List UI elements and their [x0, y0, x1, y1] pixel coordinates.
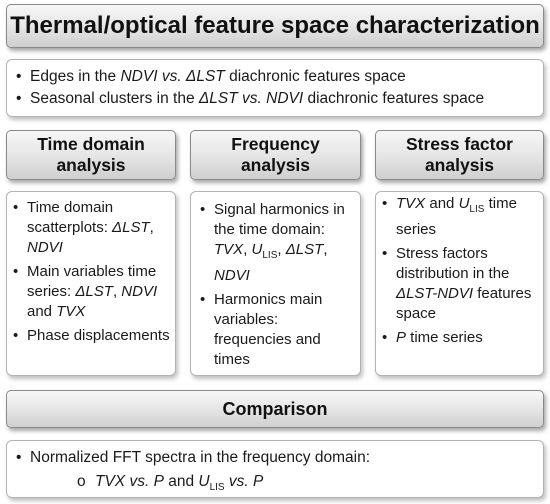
text-segment: TVX — [56, 303, 86, 320]
text-segment: and — [27, 303, 57, 320]
text-segment: LIS — [262, 250, 278, 261]
text-segment: LIS — [469, 204, 485, 215]
rich-text: TVX and ULIS time series — [396, 195, 517, 238]
text-segment: U — [198, 473, 210, 490]
time-domain-item-3: Phase displacements — [13, 326, 171, 346]
text-segment: ΔLST-NDVI — [396, 285, 474, 302]
stress-factor-box: TVX and ULIS time series Stress factors … — [375, 191, 544, 376]
stress-factor-list: TVX and ULIS time series Stress factors … — [382, 194, 540, 348]
overview-list: Edges in the NDVI vs. ΔLST diachronic fe… — [16, 66, 484, 110]
text-segment: , — [112, 283, 122, 300]
comparison-header: Comparison — [6, 390, 544, 428]
title-text: Thermal/optical feature space characteri… — [10, 12, 540, 39]
text-segment: Phase displacements — [27, 327, 170, 344]
rich-text: Harmonics main variables: frequencies an… — [214, 291, 322, 368]
text-segment: NDVI — [121, 283, 158, 300]
text-segment: Signal harmonics in the time domain: — [214, 201, 345, 238]
comparison-item: Normalized FFT spectra in the frequency … — [16, 447, 526, 469]
text-segment: features space — [396, 285, 532, 322]
rich-text: Signal harmonics in the time domain: TVX… — [214, 201, 345, 284]
text-segment: ΔLST — [112, 219, 150, 236]
text-segment: diachronic features space — [224, 68, 406, 85]
text-segment: , — [323, 241, 328, 258]
time-domain-item-1: Time domain scatterplots: ΔLST, NDVI — [13, 198, 171, 258]
rich-text: Main variables time series: ΔLST, NDVI a… — [27, 263, 157, 320]
rich-text: Stress factors distribution in the ΔLST-… — [396, 245, 531, 322]
text-segment: Harmonics main variables: frequencies an… — [214, 291, 323, 368]
text-segment: Stress factors distribution in the — [396, 245, 510, 282]
text-segment: Edges in the — [30, 68, 121, 85]
text-segment: TVX — [396, 195, 426, 212]
time-domain-list: Time domain scatterplots: ΔLST, NDVI Mai… — [13, 198, 171, 346]
text-segment: and — [163, 473, 199, 490]
comparison-list: Normalized FFT spectra in the frequency … — [16, 447, 526, 469]
text-segment: NDVI — [27, 239, 63, 256]
time-domain-box: Time domain scatterplots: ΔLST, NDVI Mai… — [6, 191, 176, 376]
rich-text: Phase displacements — [27, 327, 170, 344]
text-segment: diachronic features space — [303, 90, 485, 107]
text-segment: NDVI vs. ΔLST — [120, 68, 225, 85]
stress-factor-item-1: TVX and ULIS time series — [382, 194, 540, 240]
comparison-sub-item: TVX vs. P and ULIS vs. P — [77, 471, 264, 499]
comparison-box: Normalized FFT spectra in the frequency … — [6, 440, 544, 498]
text-segment: and — [425, 195, 459, 212]
stress-factor-item-3: P time series — [382, 328, 540, 348]
text-segment: U — [251, 241, 263, 258]
text-segment: Main variables time series: — [27, 263, 157, 300]
text-segment: P — [396, 329, 407, 346]
overview-item-1: Edges in the NDVI vs. ΔLST diachronic fe… — [16, 66, 484, 88]
text-segment: Seasonal clusters in the — [30, 90, 199, 107]
text-segment: TVX — [214, 241, 244, 258]
rich-text: Edges in the NDVI vs. ΔLST diachronic fe… — [30, 68, 406, 85]
text-segment: , — [277, 241, 286, 258]
text-segment: time series — [406, 329, 483, 346]
frequency-list: Signal harmonics in the time domain: TVX… — [200, 200, 356, 370]
frequency-item-2: Harmonics main variables: frequencies an… — [200, 290, 356, 370]
text-segment: LIS — [209, 482, 225, 494]
text-segment: vs. P — [228, 473, 264, 490]
text-segment: U — [458, 195, 470, 212]
text-segment: ΔLST vs. NDVI — [198, 90, 304, 107]
time-domain-item-2: Main variables time series: ΔLST, NDVI a… — [13, 262, 171, 322]
text-segment: ΔLST — [75, 283, 113, 300]
overview-item-2: Seasonal clusters in the ΔLST vs. NDVI d… — [16, 88, 484, 110]
text-segment: time series — [396, 195, 517, 238]
comparison-title: Comparison — [222, 398, 328, 419]
text-segment: Time domain scatterplots: — [27, 199, 114, 236]
title-header: Thermal/optical feature space characteri… — [6, 4, 544, 48]
overview-box: Edges in the NDVI vs. ΔLST diachronic fe… — [6, 59, 544, 117]
text-segment: ΔLST — [285, 241, 324, 258]
rich-text: P time series — [396, 329, 483, 346]
text-segment: TVX vs. P — [95, 473, 164, 490]
rich-text: Time domain scatterplots: ΔLST, NDVI — [27, 199, 154, 256]
rich-text: TVX vs. P and ULIS vs. P — [95, 473, 264, 494]
frequency-box: Signal harmonics in the time domain: TVX… — [190, 191, 361, 376]
text-segment: , — [243, 241, 252, 258]
stress-factor-item-2: Stress factors distribution in the ΔLST-… — [382, 244, 540, 324]
text-segment: NDVI — [214, 267, 250, 284]
frequency-item-1: Signal harmonics in the time domain: TVX… — [200, 200, 356, 286]
rich-text: Seasonal clusters in the ΔLST vs. NDVI d… — [30, 90, 484, 107]
text-segment: , — [149, 219, 154, 236]
